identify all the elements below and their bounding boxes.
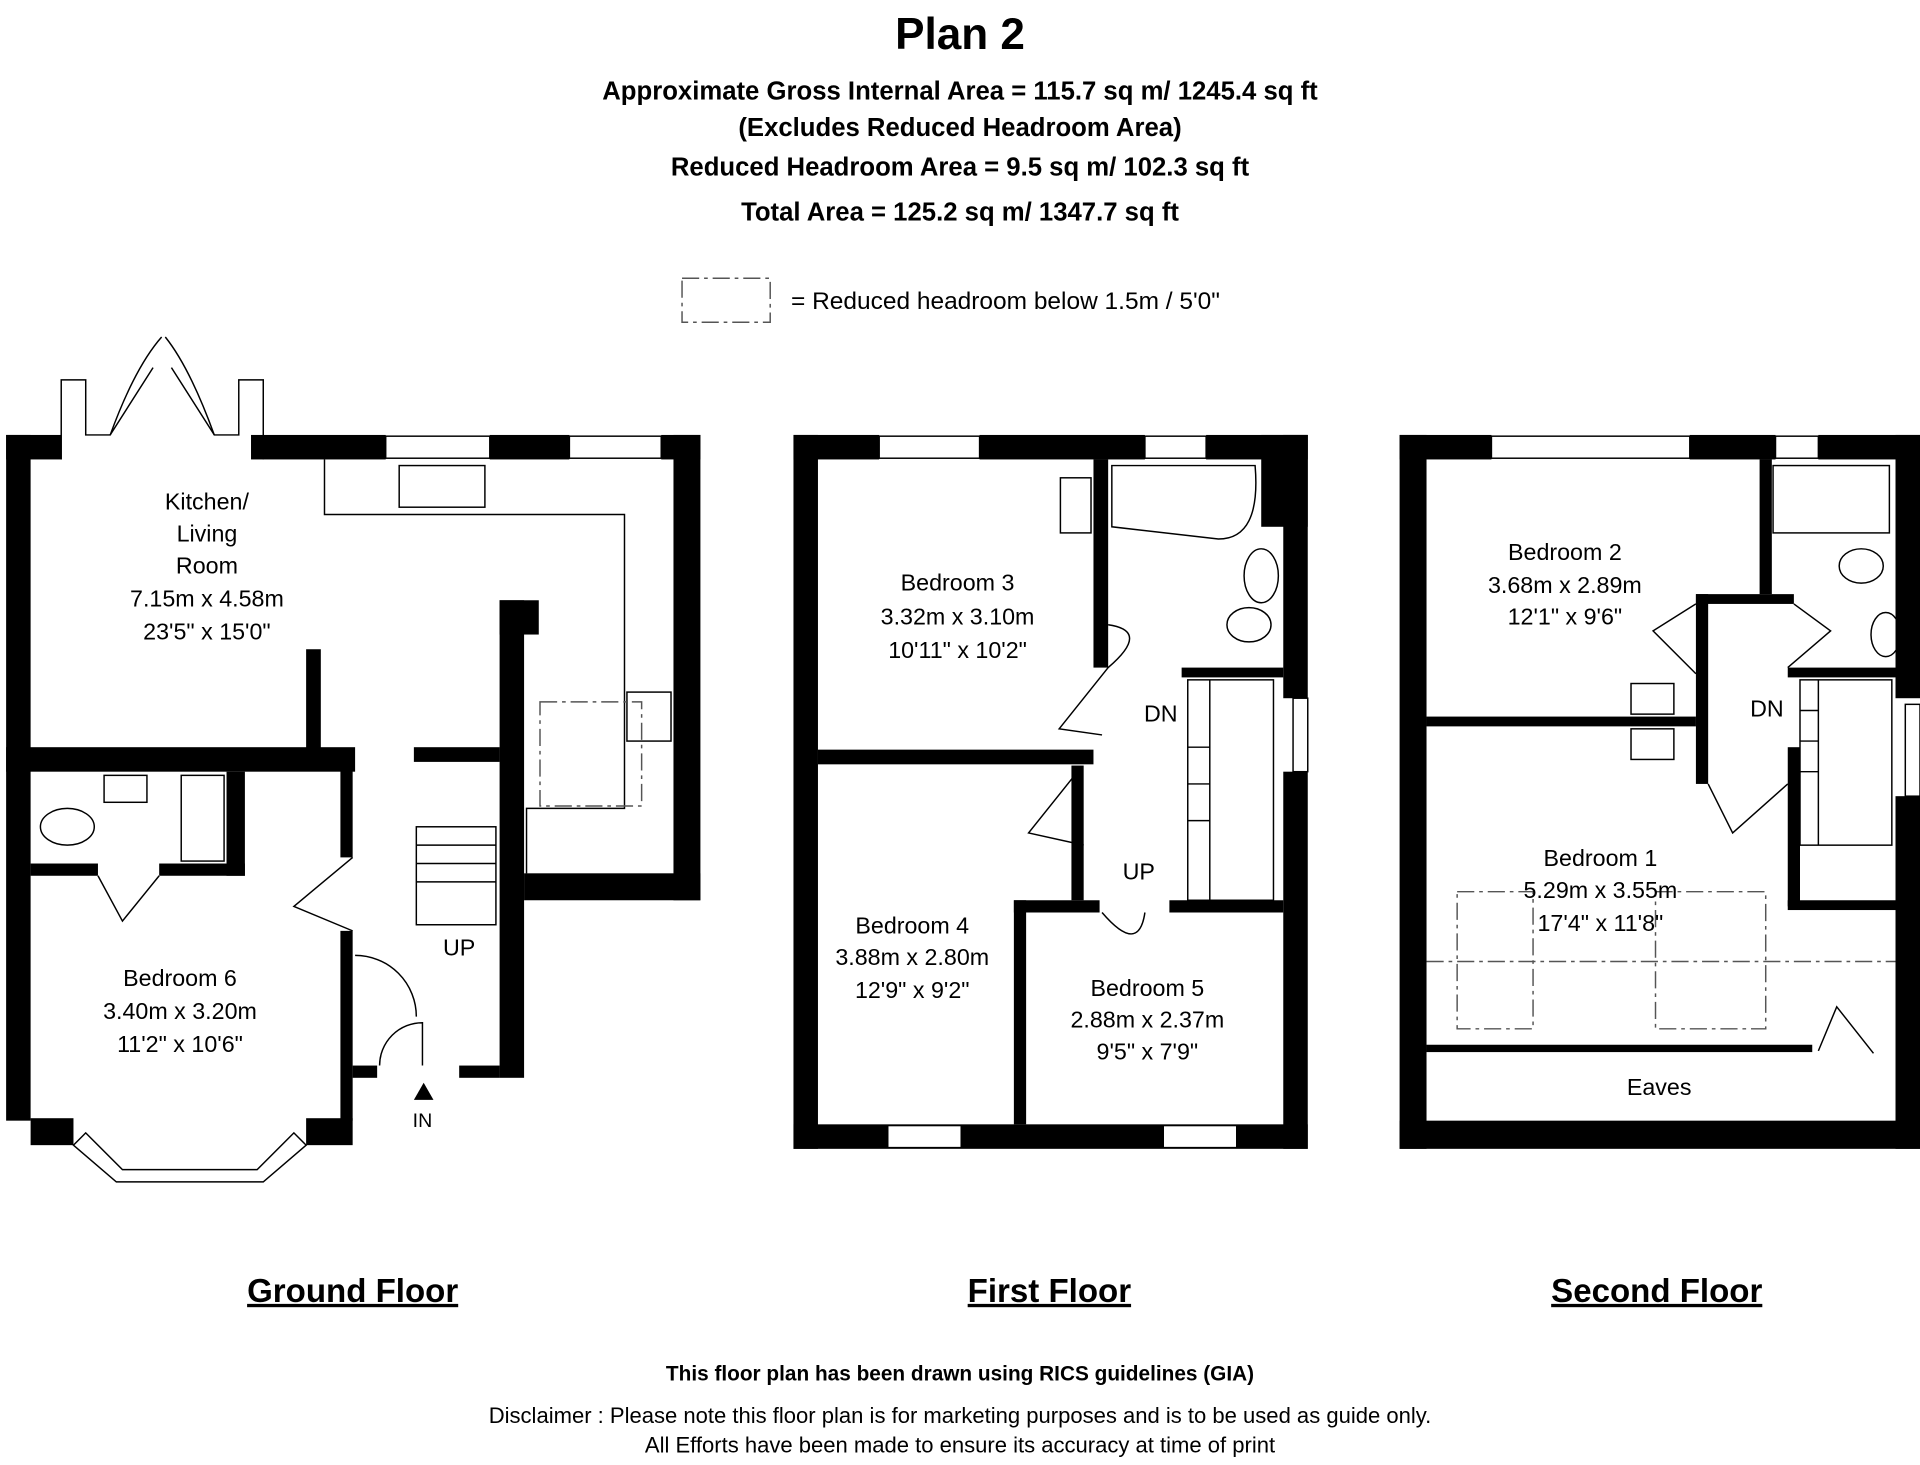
- bedroom5-imperial: 9'5" x 7'9": [1097, 1038, 1199, 1064]
- stairs-down-label: DN: [1750, 696, 1784, 722]
- kitchen-imperial: 23'5" x 15'0": [143, 618, 271, 644]
- first-floor-plan: Bedroom 3 3.32m x 3.10m 10'11" x 10'2" B…: [793, 434, 1309, 1149]
- stairs-down-label: DN: [1144, 700, 1178, 726]
- kitchen-label-2: Living: [177, 520, 238, 546]
- bedroom4-imperial: 12'9" x 9'2": [855, 977, 970, 1003]
- kitchen-label-3: Room: [176, 552, 238, 578]
- kitchen-metric: 7.15m x 4.58m: [130, 585, 284, 611]
- disclaimer-line-1: Disclaimer : Please note this floor plan…: [489, 1403, 1432, 1428]
- stairs-up-label: UP: [1123, 858, 1155, 884]
- first-floor-title: First Floor: [968, 1273, 1132, 1310]
- reduced-area: Reduced Headroom Area = 9.5 sq m/ 102.3 …: [671, 153, 1250, 181]
- excludes-note: (Excludes Reduced Headroom Area): [738, 114, 1181, 142]
- bedroom2-metric: 3.68m x 2.89m: [1488, 572, 1642, 598]
- legend-label: = Reduced headroom below 1.5m / 5'0": [791, 288, 1220, 315]
- bedroom1-metric: 5.29m x 3.55m: [1524, 877, 1678, 903]
- bedroom5-metric: 2.88m x 2.37m: [1070, 1007, 1224, 1033]
- bedroom6-label: Bedroom 6: [123, 965, 237, 991]
- eaves-label: Eaves: [1627, 1074, 1692, 1100]
- bedroom1-label: Bedroom 1: [1544, 845, 1658, 871]
- bedroom4-label: Bedroom 4: [855, 912, 969, 938]
- disclaimer-line-2: All Efforts have been made to ensure its…: [645, 1433, 1275, 1458]
- stairs-up-label: UP: [443, 934, 475, 960]
- gross-area: Approximate Gross Internal Area = 115.7 …: [602, 77, 1318, 105]
- kitchen-label: Kitchen/: [165, 489, 250, 515]
- second-floor-title: Second Floor: [1551, 1273, 1762, 1310]
- bedroom6-imperial: 11'2" x 10'6": [117, 1031, 243, 1057]
- bedroom2-imperial: 12'1" x 9'6": [1508, 604, 1623, 630]
- bedroom3-imperial: 10'11" x 10'2": [888, 637, 1027, 663]
- bedroom4-metric: 3.88m x 2.80m: [835, 944, 989, 970]
- legend-swatch: [681, 277, 771, 324]
- second-floor-plan: Bedroom 2 3.68m x 2.89m 12'1" x 9'6" Bed…: [1399, 434, 1920, 1149]
- entrance-label: IN: [413, 1110, 433, 1132]
- bedroom2-label: Bedroom 2: [1508, 539, 1622, 565]
- ground-floor-plan: Kitchen/ Living Room 7.15m x 4.58m 23'5"…: [6, 336, 701, 1183]
- bedroom5-label: Bedroom 5: [1090, 975, 1204, 1001]
- bedroom6-metric: 3.40m x 3.20m: [103, 998, 257, 1024]
- bedroom3-metric: 3.32m x 3.10m: [881, 604, 1035, 630]
- plan-title: Plan 2: [895, 10, 1025, 59]
- ground-floor-title: Ground Floor: [247, 1273, 458, 1310]
- bedroom3-label: Bedroom 3: [901, 569, 1015, 595]
- total-area: Total Area = 125.2 sq m/ 1347.7 sq ft: [741, 199, 1179, 227]
- rics-note: This floor plan has been drawn using RIC…: [666, 1362, 1254, 1385]
- bedroom1-imperial: 17'4" x 11'8": [1538, 910, 1664, 936]
